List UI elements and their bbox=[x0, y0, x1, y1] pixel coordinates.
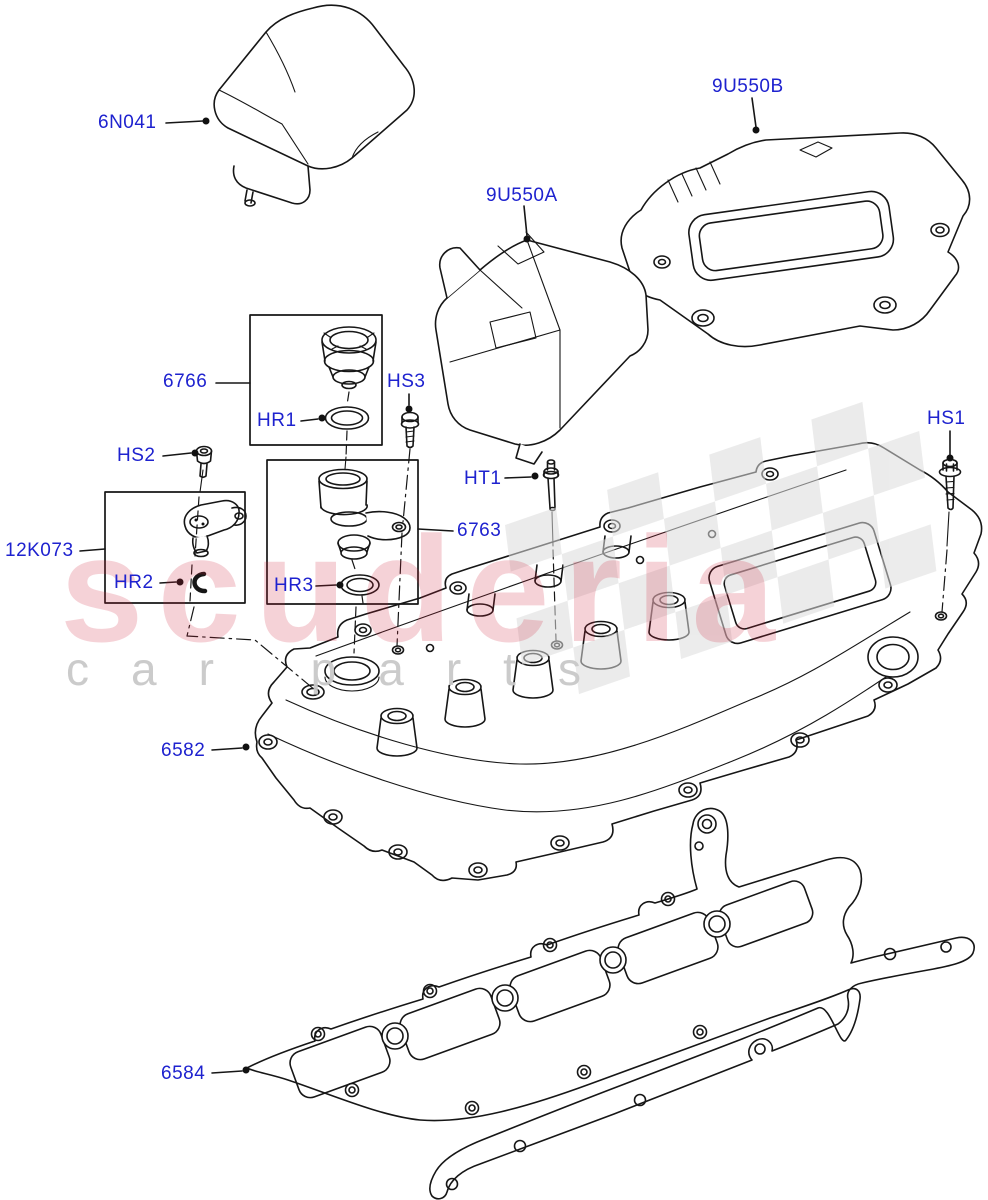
hs3-screw bbox=[396, 411, 420, 647]
label-6N041: 6N041 bbox=[98, 112, 157, 133]
breather-callout-box bbox=[266, 456, 419, 654]
engine-cover-top-drawing bbox=[620, 132, 971, 348]
label-6763: 6763 bbox=[457, 520, 502, 541]
label-12K073: 12K073 bbox=[5, 540, 74, 561]
label-HR2: HR2 bbox=[114, 572, 154, 593]
checker-flag-watermark bbox=[505, 401, 937, 695]
gasket-drawing bbox=[246, 807, 975, 1200]
hs2-screw bbox=[195, 445, 213, 493]
label-HR1: HR1 bbox=[257, 410, 297, 431]
label-9U550A: 9U550A bbox=[486, 185, 558, 206]
label-HT1: HT1 bbox=[464, 468, 502, 489]
label-HS3: HS3 bbox=[387, 371, 426, 392]
label-HS1: HS1 bbox=[927, 408, 966, 429]
label-9U550B: 9U550B bbox=[712, 76, 784, 97]
label-6766: 6766 bbox=[163, 371, 208, 392]
label-6582: 6582 bbox=[161, 740, 206, 761]
sensor-assembly-axis bbox=[186, 606, 316, 691]
leader-lines bbox=[79, 97, 954, 1074]
engine-cover-front-drawing bbox=[434, 231, 649, 465]
small-cover-drawing bbox=[213, 4, 415, 207]
sensor-callout-box bbox=[104, 491, 247, 604]
filler-cap-callout-box bbox=[249, 314, 383, 458]
label-HS2: HS2 bbox=[117, 445, 156, 466]
label-HR3: HR3 bbox=[274, 575, 314, 596]
label-6584: 6584 bbox=[161, 1063, 206, 1084]
